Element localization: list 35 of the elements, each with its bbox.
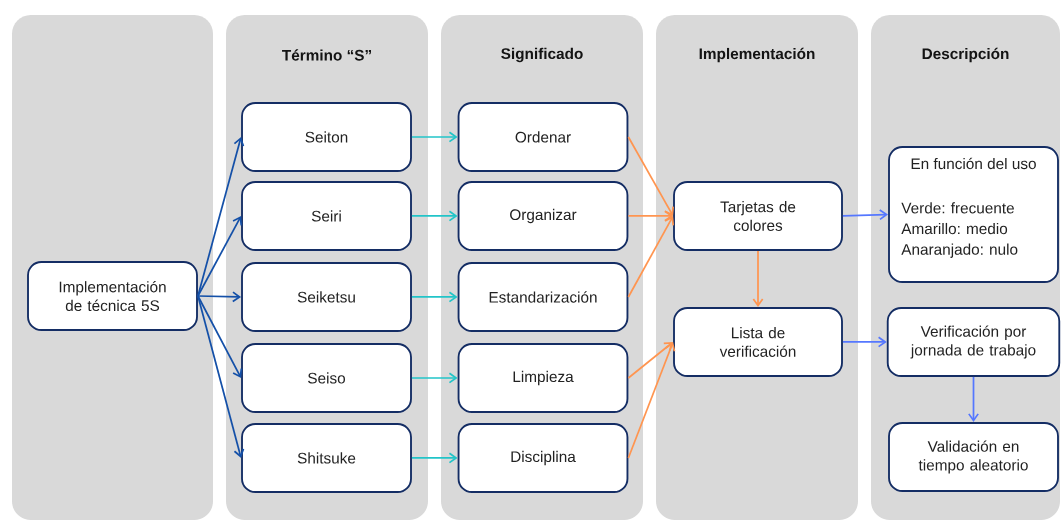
arrow [627,210,674,222]
process-box: Disciplina [457,423,629,493]
arrow [627,136,674,216]
arrow [411,210,458,222]
arrow [197,295,243,378]
process-box: Tarjetas de colores [673,181,843,251]
arrow [627,342,674,379]
arrow [411,131,458,143]
process-box: Lista de verificación [673,307,843,377]
arrow [627,342,676,459]
arrow [197,291,242,303]
process-box: Implementación de técnica 5S [27,261,198,331]
process-box: Validación en tiempo aleatorio [888,422,1059,492]
arrow [197,216,243,297]
process-box: Ordenar [457,102,629,172]
arrow [197,137,245,297]
arrow [411,372,458,384]
arrow [411,291,458,303]
process-box: Limpieza [457,343,629,413]
arrow [842,336,887,348]
process-box: Estandarización [457,262,629,332]
process-box: Seiso [241,343,412,413]
process-box: Seiketsu [241,262,412,332]
arrow [842,209,889,221]
arrow [967,376,980,423]
arrow [627,216,675,298]
process-box: Seiton [241,102,412,172]
process-box: Organizar [457,181,629,251]
process-box: Seiri [241,181,412,251]
arrow [411,452,458,464]
arrow [752,250,764,308]
arrow [197,295,245,458]
description-box: En función del uso Verde: frecuente Amarillo: medio Anaranjado: nulo [888,146,1059,283]
process-box: Verificación por jornada de trabajo [886,307,1061,377]
process-box: Shitsuke [241,423,412,493]
